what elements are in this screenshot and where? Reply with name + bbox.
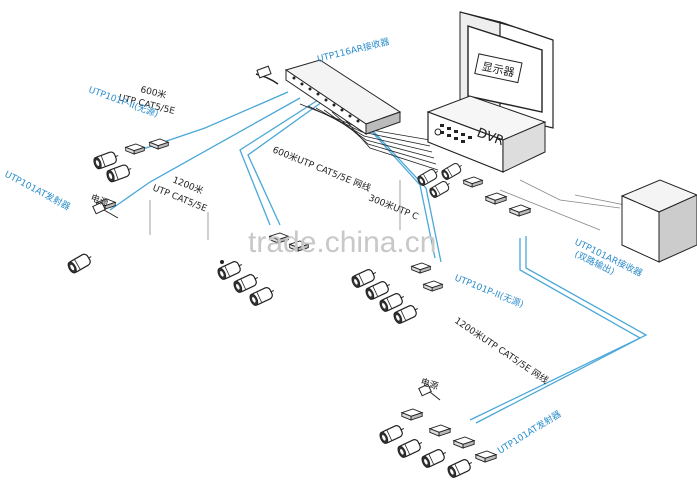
cable-hub-to-left-transmitter — [109, 97, 301, 211]
power-lines — [149, 179, 641, 240]
watermark: trade.china.cn — [248, 226, 436, 259]
label-cable-1200-bottom: 1200米UTP CAT5/5E 网线 — [452, 315, 550, 387]
label-hub-model: UTP116AR接收器 — [316, 35, 391, 65]
receiver-box — [620, 179, 697, 263]
connector-dot — [220, 260, 224, 264]
label-active-transmitter-left: UTP101AT发射器 — [3, 168, 73, 213]
monitor: 显示器 — [459, 11, 554, 129]
power-adapter-left — [92, 201, 119, 219]
hub-power-plug-icon — [256, 65, 272, 79]
cable-hub-to-right-cameras-2 — [347, 103, 442, 263]
cable-hub-to-mid-cameras — [239, 99, 319, 226]
label-active-transmitter-bottom: UTP101AT发射器 — [495, 408, 563, 457]
dvr-power-icon — [434, 128, 442, 136]
utp-hub — [255, 59, 402, 135]
hub-ports — [292, 76, 360, 123]
label-cable-300: 300米UTP C — [367, 192, 420, 223]
power-adapter-bottom — [418, 383, 441, 401]
label-cable-600-mid: 600米UTP CAT5/5E 网线 — [271, 144, 373, 194]
label-passive-transmitter-mid: UTP101P-II(无源) — [453, 273, 525, 311]
label-power-left: 电源 — [89, 192, 110, 209]
dvr: DVR — [426, 95, 547, 173]
dvr-buttons — [440, 124, 472, 143]
plug-icon — [92, 201, 106, 215]
camera-group-bottom — [377, 408, 497, 480]
monitor-label: 显示器 — [474, 53, 523, 84]
plug-icon-bottom — [418, 383, 432, 397]
dvr-baluns — [415, 160, 531, 217]
camera-group-top-left — [91, 138, 169, 184]
hub-power-cord — [255, 73, 279, 85]
cable-receiver-to-bottom — [469, 238, 642, 421]
cable-receiver-to-bottom-2 — [475, 236, 648, 424]
cable-hub-to-mid-cameras-2 — [247, 101, 323, 226]
camera-group-left — [65, 198, 116, 275]
camera-group-right-mid — [349, 262, 443, 326]
